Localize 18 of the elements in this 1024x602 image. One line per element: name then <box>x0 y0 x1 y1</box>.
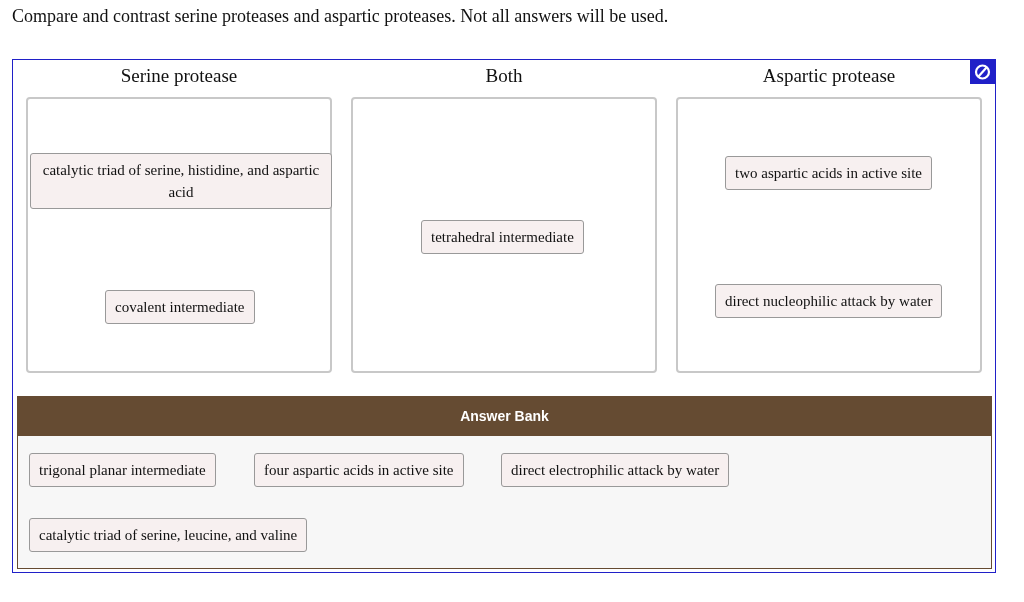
answer-tile: catalytic triad of serine, leucine, and valine <box>29 518 308 552</box>
column-heading: Aspartic protease <box>762 65 896 87</box>
drop-zone <box>26 97 332 373</box>
column-heading: Both <box>485 65 523 87</box>
column-heading: Serine protease <box>120 65 238 87</box>
answer-tile: two aspartic acids in active site <box>725 156 933 190</box>
answer-tile: direct electrophilic attack by water <box>501 453 730 487</box>
answer-tile: catalytic triad of serine, histidine, and aspartic acid <box>30 153 332 209</box>
answer-tile: four aspartic acids in active site <box>254 453 464 487</box>
answer-tile: tetrahedral intermediate <box>421 220 584 254</box>
answer-bank-panel <box>17 396 992 569</box>
answer-bank-header: Answer Bank <box>18 397 991 436</box>
answer-tile: covalent intermediate <box>105 290 255 324</box>
instruction-text: Compare and contrast serine proteases and aspartic proteases. Not all answers will be used. <box>12 6 669 27</box>
drop-zone <box>676 97 982 373</box>
drop-zone <box>351 97 657 373</box>
answer-tile: trigonal planar intermediate <box>29 453 216 487</box>
answer-tile: direct nucleophilic attack by water <box>715 284 943 318</box>
